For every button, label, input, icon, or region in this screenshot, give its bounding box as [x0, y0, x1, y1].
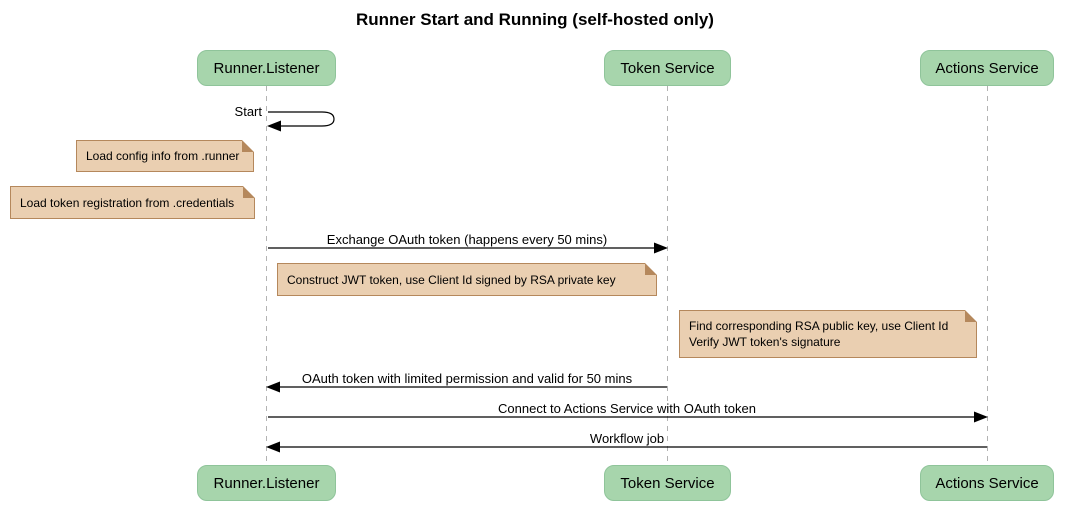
message-label-connect-actions: Connect to Actions Service with OAuth to… — [498, 401, 756, 416]
participant-label: Actions Service — [935, 474, 1039, 492]
participant-runner-listener-bottom: Runner.Listener — [197, 465, 336, 501]
arrowhead-connect-actions — [974, 411, 988, 423]
participant-label: Token Service — [620, 474, 715, 492]
note-text: Load config info from .runner — [86, 149, 240, 163]
participant-label: Token Service — [620, 59, 715, 77]
diagram-title: Runner Start and Running (self-hosted on… — [356, 10, 714, 29]
arrowhead-oauth-return — [266, 381, 280, 393]
note-text: Construct JWT token, use Client Id signe… — [287, 272, 616, 287]
participant-label: Runner.Listener — [213, 59, 320, 77]
message-label-exchange-oauth: Exchange OAuth token (happens every 50 m… — [326, 232, 608, 247]
note-text: Load token registration from .credential… — [20, 195, 235, 210]
participant-token-service-bottom: Token Service — [604, 465, 731, 501]
participant-label: Runner.Listener — [213, 474, 320, 492]
arrowhead-exchange-oauth — [654, 242, 668, 254]
note-text: Verify JWT token's signature — [689, 335, 841, 349]
arrowhead-workflow-job — [266, 441, 280, 453]
participant-label: Actions Service — [935, 59, 1039, 77]
note-load-config: Load config info from .runner — [76, 140, 254, 172]
participant-runner-listener-top: Runner.Listener — [197, 50, 336, 86]
message-label-workflow-job: Workflow job — [589, 431, 665, 446]
message-label-start: Start — [234, 104, 262, 119]
message-label-oauth-return: OAuth token with limited permission and … — [301, 371, 633, 386]
note-verify-jwt: Find corresponding RSA public key, use C… — [679, 310, 977, 358]
note-load-token-registration: Load token registration from .credential… — [10, 186, 255, 219]
arrowhead-start-self — [267, 120, 281, 132]
participant-actions-service-top: Actions Service — [920, 50, 1054, 86]
participant-token-service-top: Token Service — [604, 50, 731, 86]
participant-actions-service-bottom: Actions Service — [920, 465, 1054, 501]
note-text: Find corresponding RSA public key, use C… — [689, 319, 949, 333]
note-construct-jwt: Construct JWT token, use Client Id signe… — [277, 263, 657, 296]
message-arrow-start-self — [268, 111, 335, 127]
